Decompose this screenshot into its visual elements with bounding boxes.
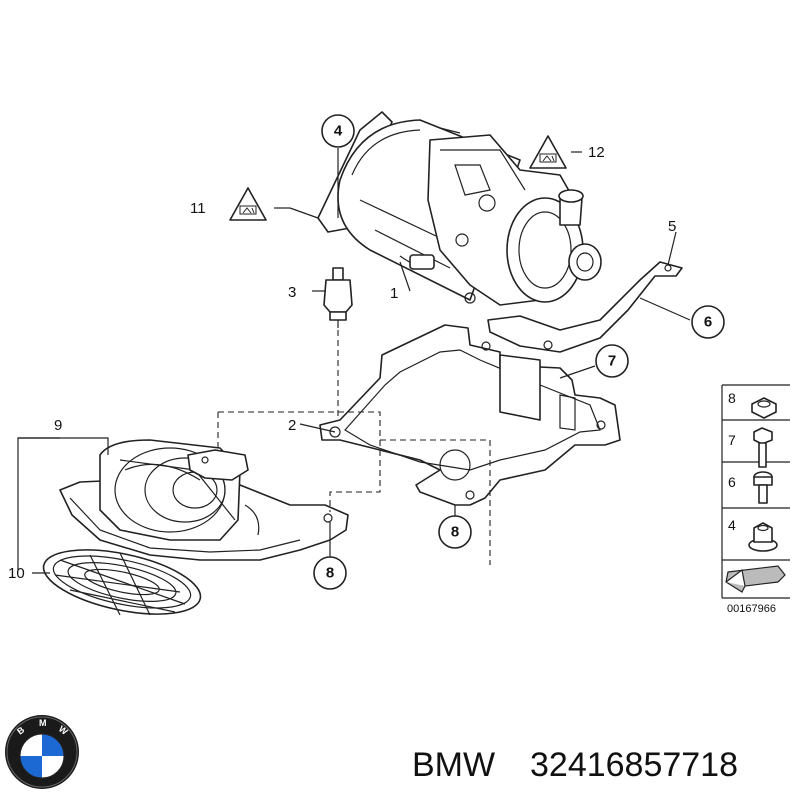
legend-item-label: 6 [728,474,736,490]
fan-grille [42,549,202,616]
warning-triangle-icon [529,135,567,169]
legend-item-label: 7 [728,432,736,448]
flange-nut-icon [748,522,778,552]
callout-10: 10 [8,565,25,582]
svg-text:8: 8 [326,565,334,582]
callout-7: 7 [595,344,629,378]
support-frame [319,324,621,506]
pump-assembly [317,111,602,306]
svg-text:M: M [39,718,47,728]
leader-lines [17,127,691,574]
legend-item-label: 8 [728,390,736,406]
svg-text:B: B [15,724,27,736]
callout-11: 11 [190,200,206,217]
legend-item-label: 4 [728,517,736,533]
part-number: 32416857718 [530,746,738,784]
svg-text:6: 6 [704,314,712,331]
callout-8: 8 [313,556,347,590]
callout-3: 3 [288,284,296,301]
callout-8: 8 [438,515,472,549]
warning-triangle-icon [229,187,267,221]
svg-text:7: 7 [608,353,616,370]
callout-4: 4 [321,114,355,148]
callout-2: 2 [288,417,296,434]
callout-9: 9 [54,417,62,434]
nut-icon [751,397,777,419]
bmw-logo-icon: B M W [5,715,79,789]
callout-5: 5 [668,218,676,235]
rubber-mount [323,267,353,328]
callout-6: 6 [691,305,725,339]
fan-housing [59,439,349,561]
diagram-code: 00167966 [727,603,776,615]
socket-bolt-icon [753,471,773,504]
assembly-lines [217,330,491,565]
callout-12: 12 [588,144,605,161]
callout-1: 1 [390,285,398,302]
arrow-icon [725,565,786,593]
bolt-icon [753,427,773,468]
brand-name: BMW [412,746,495,784]
fastener-legend: 8 7 6 4 00167966 [721,384,790,615]
svg-text:8: 8 [451,524,459,541]
svg-text:4: 4 [334,123,343,140]
